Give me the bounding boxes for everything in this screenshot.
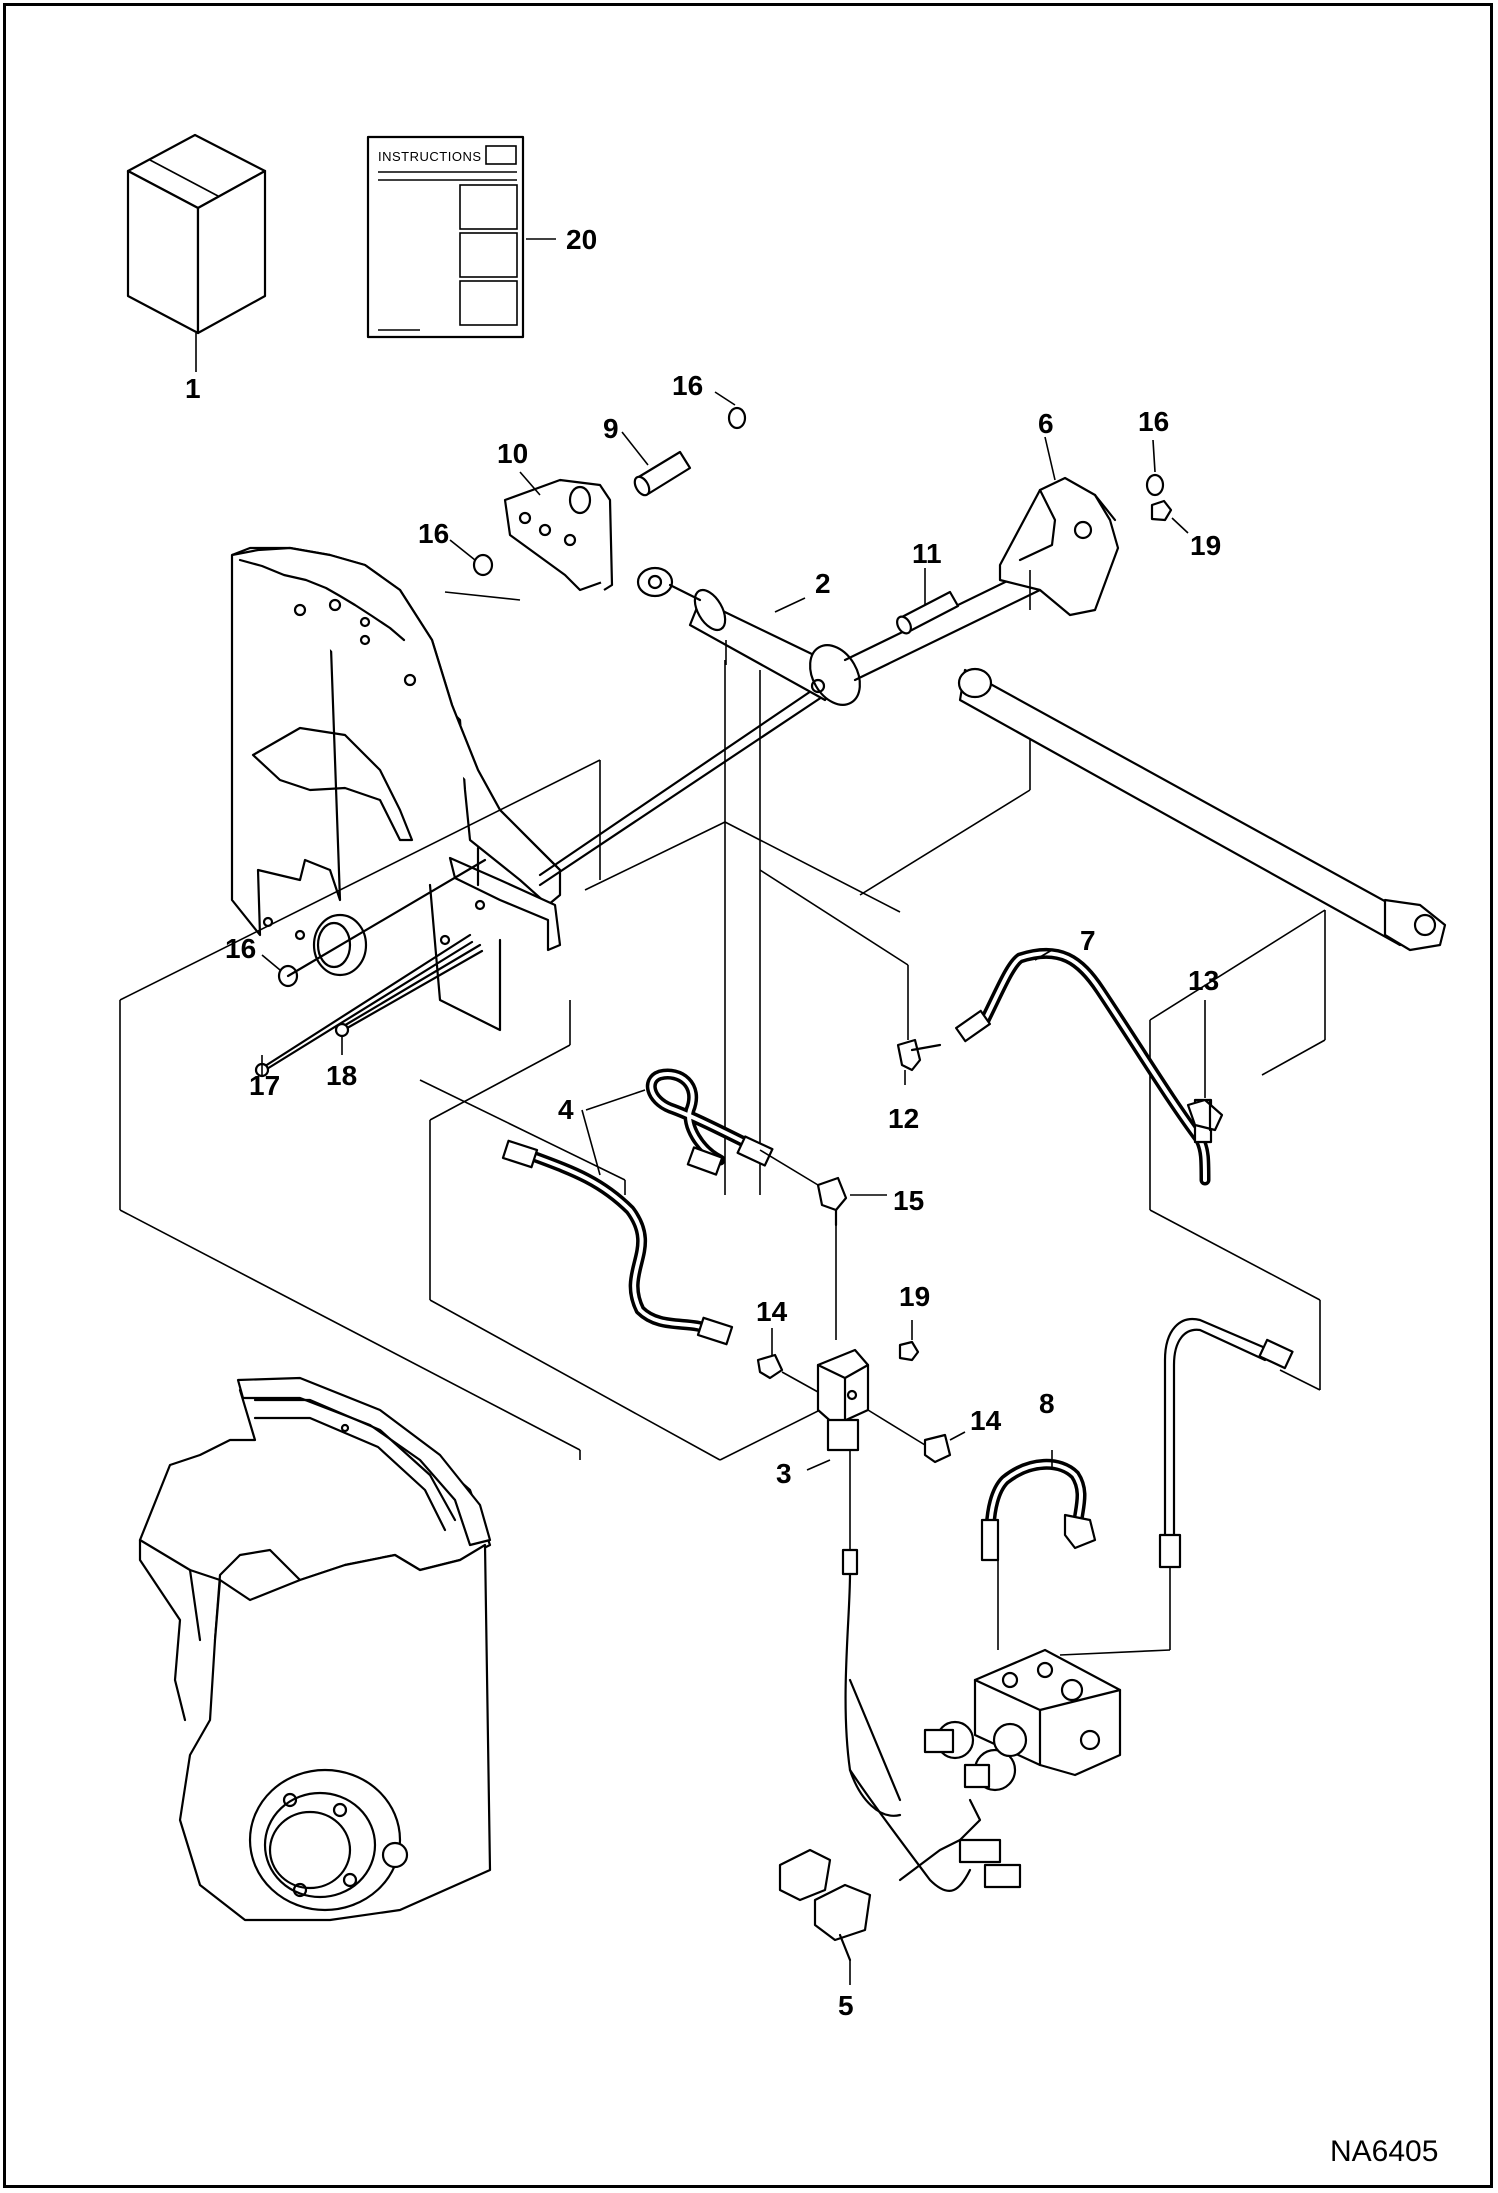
leader-lines (195, 238, 1206, 1985)
box-part-1 (126, 133, 267, 335)
bracket-part-6 (998, 476, 1120, 617)
callout-17: 17 (249, 1070, 281, 1101)
ring-part-16-d (277, 964, 299, 988)
callout-10: 10 (497, 438, 529, 469)
fitting-part-12 (759, 869, 942, 1072)
nut-part-19-a (1150, 499, 1173, 522)
callout-13: 13 (1188, 965, 1220, 996)
callout-11: 11 (912, 538, 942, 569)
callout-5: 5 (838, 1990, 854, 2021)
hose-part-7 (955, 947, 1213, 1186)
ring-part-16-b (1145, 473, 1165, 497)
callout-6: 6 (1038, 408, 1054, 439)
callout-16-b: 16 (1138, 406, 1170, 437)
callout-19-a: 19 (1190, 530, 1222, 561)
pin-part-9 (633, 450, 692, 497)
callout-16-d: 16 (225, 933, 257, 964)
frame-construction-lines (119, 570, 1326, 1461)
callout-16-c: 16 (418, 518, 450, 549)
instructions-card-title: INSTRUCTIONS (378, 149, 482, 164)
callout-2: 2 (815, 568, 831, 599)
machine-body (138, 1376, 492, 1922)
callout-18: 18 (326, 1060, 358, 1091)
callout-7: 7 (1080, 925, 1096, 956)
hose-right (1059, 1317, 1294, 1656)
elbow-part-15 (759, 1149, 848, 1340)
pin-part-11 (896, 590, 960, 635)
fitting-part-14-a (756, 1353, 819, 1393)
callout-8: 8 (1039, 1388, 1055, 1419)
callout-14-b: 14 (970, 1405, 1002, 1436)
callout-20: 20 (566, 224, 598, 255)
bracket-part-10 (503, 478, 614, 592)
bolts (254, 858, 487, 1078)
actuator-part-2 (538, 566, 1042, 887)
drawing-number: NA6405 (1330, 2135, 1439, 2168)
mounting-panel (230, 546, 562, 1032)
callout-12: 12 (888, 1103, 920, 1134)
callout-4: 4 (558, 1094, 574, 1125)
harness-part-5 (778, 1548, 1022, 1962)
callout-1: 1 (185, 373, 201, 404)
callout-15: 15 (893, 1185, 925, 1216)
drawing-border (3, 3, 1493, 2188)
ring-part-16-c (472, 553, 494, 577)
tube-assembly (957, 667, 1447, 952)
valve-block-part-3 (816, 1340, 920, 1550)
valve-manifold (923, 1648, 1122, 1792)
instructions-card-part-20 (366, 135, 525, 339)
callout-3: 3 (776, 1458, 792, 1489)
hose-part-4 (501, 1068, 774, 1346)
callout-9: 9 (603, 413, 619, 444)
callout-14-a: 14 (756, 1296, 788, 1327)
hose-part-8 (980, 1458, 1097, 1650)
callout-16-a: 16 (672, 370, 704, 401)
ring-part-16-a (727, 406, 747, 430)
callout-19-b: 19 (899, 1281, 931, 1312)
fitting-part-13 (1186, 1098, 1224, 1132)
fitting-part-14-b (867, 1409, 952, 1464)
